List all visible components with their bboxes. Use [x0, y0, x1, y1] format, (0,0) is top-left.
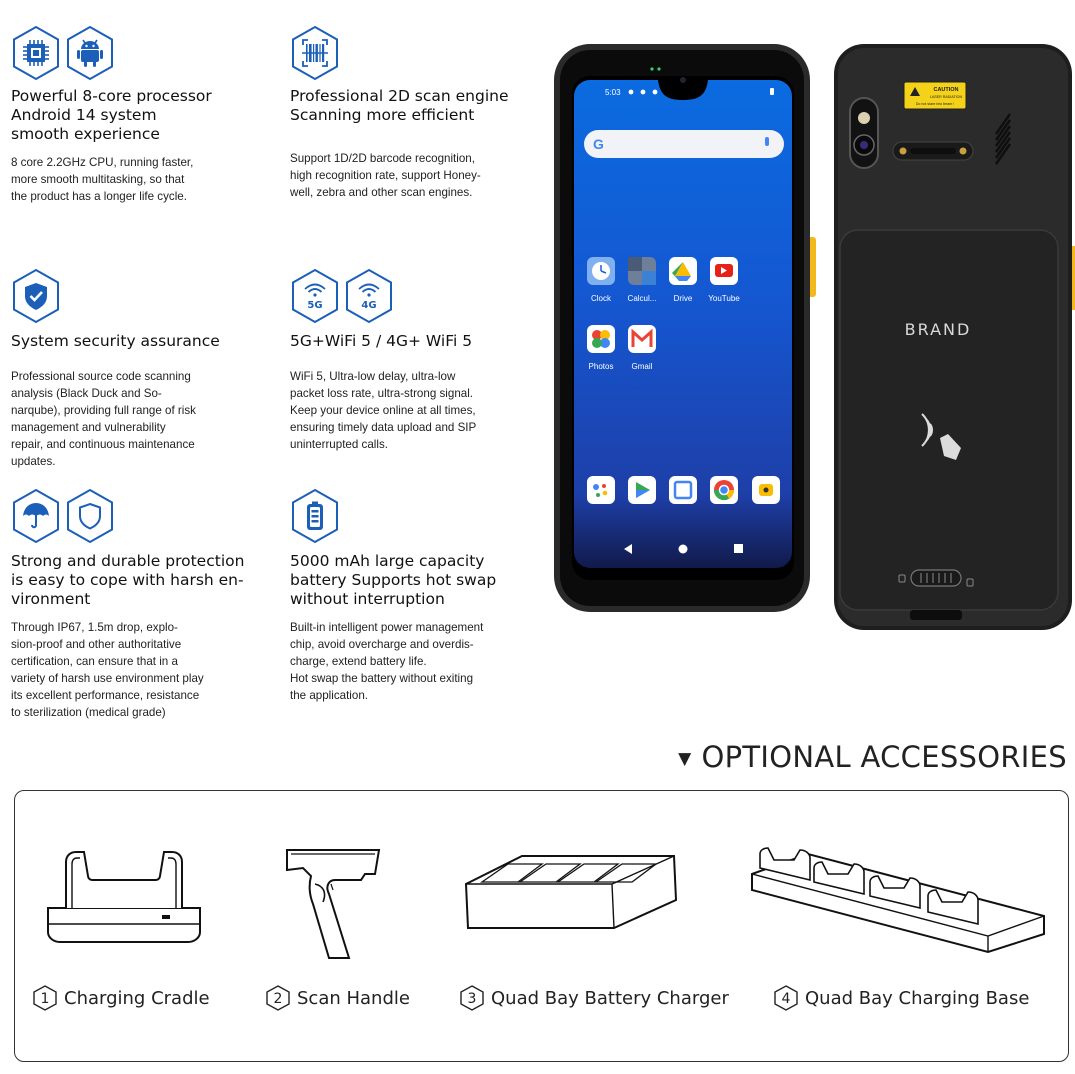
nav-home-button[interactable] — [678, 544, 688, 554]
nav-recents-button[interactable] — [734, 544, 743, 553]
quad-battery-charger-image — [464, 855, 678, 929]
wifi-5g-icon: 5G — [292, 268, 338, 324]
feature-description: 8 core 2.2GHz CPU, running faster, more … — [11, 156, 194, 203]
accessory-label: Scan Handle — [297, 987, 410, 1009]
svg-text:4: 4 — [782, 991, 791, 1007]
triangle-down-icon: ▼ — [678, 749, 692, 769]
umbrella-icon — [13, 488, 59, 544]
feature-description: Support 1D/2D barcode recognition, high … — [290, 152, 481, 199]
accessory-item-1: 1 Charging Cradle — [32, 985, 210, 1011]
feature-title: Professional 2D scan engine Scanning mor… — [290, 87, 509, 124]
mic-icon[interactable] — [765, 137, 769, 146]
wifi-4g-icon: 4G — [346, 268, 392, 324]
svg-text:YouTube: YouTube — [708, 294, 740, 303]
app-youtube[interactable]: YouTube — [708, 257, 740, 303]
device-product-image: 5:03 G Clock Calcul... Drive YouTube — [554, 44, 1075, 630]
brand-logo: BRAND — [905, 320, 972, 339]
phone-back: CAUTION LASER RADIATION Do not stare int… — [834, 44, 1075, 630]
app-clock[interactable]: Clock — [587, 257, 615, 303]
battery-icon — [292, 488, 338, 544]
android-icon — [67, 25, 113, 81]
app-calendar[interactable] — [669, 476, 697, 504]
dock — [587, 476, 780, 504]
laser-caution-label: CAUTION LASER RADIATION Do not stare int… — [903, 81, 967, 110]
quad-charging-base-image — [751, 847, 1045, 954]
nfc-icon — [921, 413, 933, 447]
svg-text:Drive: Drive — [674, 294, 693, 303]
feature-title: 5G+WiFi 5 / 4G+ WiFi 5 — [290, 332, 473, 350]
charging-cradle-image — [47, 851, 201, 943]
feature-scan-engine: Professional 2D scan engine Scanning mor… — [290, 25, 509, 201]
svg-text:Calcul...: Calcul... — [628, 294, 657, 303]
feature-title: Strong and durable protection is easy to… — [11, 552, 245, 608]
accessory-item-2: 2 Scan Handle — [265, 985, 410, 1011]
svg-text:2: 2 — [274, 991, 283, 1007]
barcode-scan-icon — [292, 25, 338, 81]
accessory-item-4: 4 Quad Bay Charging Base — [773, 985, 1029, 1011]
accessory-label: Charging Cradle — [64, 987, 210, 1009]
feature-description: Through IP67, 1.5m drop, explo- sion-pro… — [11, 621, 204, 719]
svg-text:4G: 4G — [361, 300, 376, 311]
feature-title: System security assurance — [11, 332, 220, 350]
feature-title: 5000 mAh large capacity battery Supports… — [290, 552, 497, 608]
phone-front: 5:03 G Clock Calcul... Drive YouTube — [554, 44, 816, 612]
nav-back-button[interactable] — [624, 544, 632, 554]
feature-processor: Powerful 8-core processor Android 14 sys… — [11, 25, 212, 205]
accessory-item-3: 3 Quad Bay Battery Charger — [459, 985, 729, 1011]
number-badge-3: 3 — [460, 985, 484, 1011]
feature-description: Professional source code scanning analys… — [11, 370, 196, 468]
svg-text:Do not stare into beam !: Do not stare into beam ! — [916, 102, 954, 106]
battery-latch[interactable] — [910, 569, 962, 587]
svg-text:Photos: Photos — [589, 362, 614, 371]
app-calculator[interactable]: Calcul... — [628, 257, 657, 303]
shield-check-icon — [13, 268, 59, 324]
accessory-label: Quad Bay Battery Charger — [491, 987, 729, 1009]
feature-title: Powerful 8-core processor Android 14 sys… — [11, 87, 212, 143]
number-badge-2: 2 — [266, 985, 290, 1011]
feature-security: System security assurance Professional s… — [11, 268, 220, 470]
feature-description: WiFi 5, Ultra-low delay, ultra-low packe… — [290, 370, 477, 451]
feature-protection: Strong and durable protection is easy to… — [11, 488, 244, 721]
app-photos[interactable]: Photos — [587, 325, 615, 371]
svg-text:CAUTION: CAUTION — [933, 87, 958, 93]
shield-outline-icon — [67, 488, 113, 544]
accessories-panel — [14, 790, 1069, 1062]
accessories-title: ▼OPTIONAL ACCESSORIES — [678, 740, 1067, 774]
number-badge-1: 1 — [33, 985, 57, 1011]
svg-text:1: 1 — [41, 991, 50, 1007]
svg-text:Gmail: Gmail — [632, 362, 653, 371]
svg-text:3: 3 — [468, 991, 477, 1007]
app-gmail[interactable]: Gmail — [628, 325, 656, 371]
feature-battery: 5000 mAh large capacity battery Supports… — [290, 488, 496, 704]
google-g-icon: G — [593, 136, 604, 152]
feature-description: Built-in intelligent power management ch… — [290, 621, 484, 702]
scan-handle-image — [286, 849, 381, 959]
number-badge-4: 4 — [774, 985, 798, 1011]
status-time: 5:03 — [605, 88, 621, 97]
app-drive[interactable]: Drive — [669, 257, 697, 303]
app-assistant[interactable] — [587, 476, 615, 504]
feature-connectivity: 5G 4G 5G+WiFi 5 / 4G+ WiFi 5 WiFi 5, Ult… — [290, 268, 476, 453]
google-search-bar[interactable] — [584, 130, 784, 158]
cpu-chip-icon — [13, 25, 59, 81]
svg-text:Clock: Clock — [591, 294, 612, 303]
svg-text:5G: 5G — [307, 300, 322, 311]
accessory-label: Quad Bay Charging Base — [805, 987, 1030, 1009]
svg-text:LASER RADIATION: LASER RADIATION — [930, 95, 962, 99]
